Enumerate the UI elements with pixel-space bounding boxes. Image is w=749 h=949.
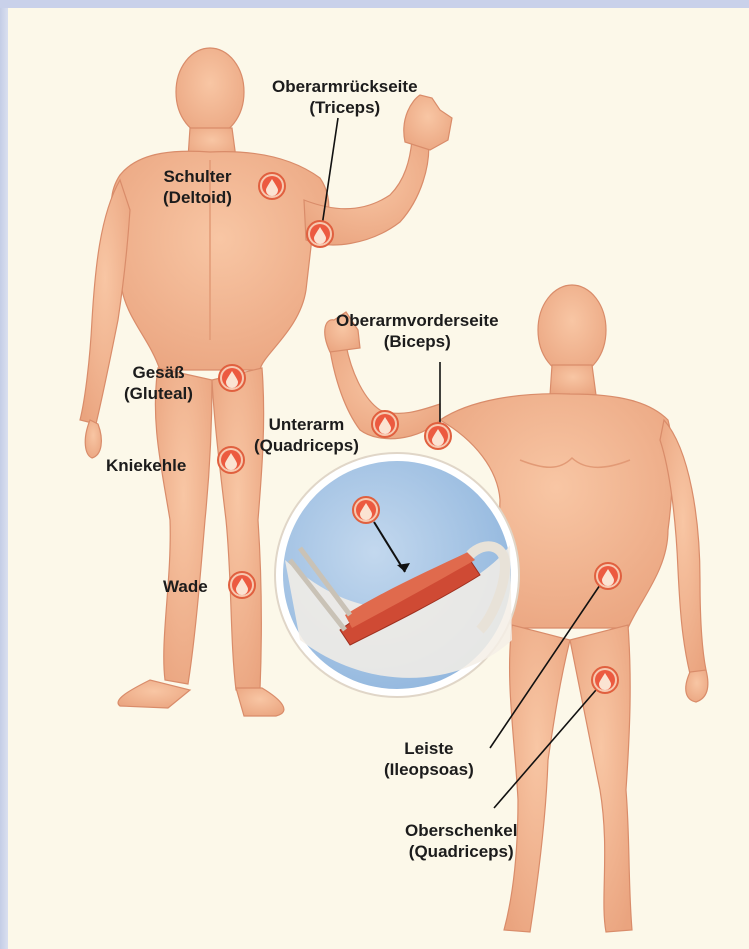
triceps-label-line2: (Triceps) xyxy=(272,97,418,118)
calf-marker-icon xyxy=(229,572,255,598)
biceps-label: Oberarmvorderseite (Biceps) xyxy=(336,310,499,352)
front-right-leg xyxy=(504,625,570,932)
front-neck xyxy=(550,365,596,395)
front-head xyxy=(538,285,606,375)
triceps-label: Oberarmrückseite (Triceps) xyxy=(272,76,418,118)
back-left-hand xyxy=(85,420,101,458)
thigh-marker-icon xyxy=(592,667,618,693)
deltoid-label-line1: Schulter xyxy=(163,166,232,187)
groin-label-line1: Leiste xyxy=(384,738,474,759)
deltoid-label-line2: (Deltoid) xyxy=(163,187,232,208)
back-head xyxy=(176,48,244,136)
biceps-label-line1: Oberarmvorderseite xyxy=(336,310,499,331)
thigh-label-line2: (Quadriceps) xyxy=(405,841,517,862)
front-left-hand xyxy=(686,670,708,702)
knee-label-line1: Kniekehle xyxy=(106,455,186,476)
deltoid-label: Schulter (Deltoid) xyxy=(163,166,232,208)
triceps-marker-icon xyxy=(307,221,333,247)
muscle-inset xyxy=(275,453,519,697)
biceps-marker-icon xyxy=(425,423,451,449)
biceps-label-line2: (Biceps) xyxy=(336,331,499,352)
gluteal-marker-icon xyxy=(219,365,245,391)
gluteal-label-line2: (Gluteal) xyxy=(124,383,193,404)
inset-marker-icon xyxy=(353,497,379,523)
back-left-leg xyxy=(155,368,212,684)
gluteal-label-line1: Gesäß xyxy=(124,362,193,383)
knee-label: Kniekehle xyxy=(106,455,186,476)
back-left-foot xyxy=(118,680,190,708)
calf-label: Wade xyxy=(163,576,208,597)
back-right-foot xyxy=(236,688,284,716)
forearm-marker-icon xyxy=(372,411,398,437)
back-left-arm xyxy=(80,180,130,424)
calf-label-line1: Wade xyxy=(163,576,208,597)
groin-label: Leiste (Ileopsoas) xyxy=(384,738,474,780)
forearm-label: Unterarm (Quadriceps) xyxy=(254,414,359,456)
groin-marker-icon xyxy=(595,563,621,589)
gluteal-label: Gesäß (Gluteal) xyxy=(124,362,193,404)
forearm-label-line1: Unterarm xyxy=(254,414,359,435)
thigh-label-line1: Oberschenkel xyxy=(405,820,517,841)
groin-label-line2: (Ileopsoas) xyxy=(384,759,474,780)
triceps-label-line1: Oberarmrückseite xyxy=(272,76,418,97)
knee-marker-icon xyxy=(218,447,244,473)
thigh-label: Oberschenkel (Quadriceps) xyxy=(405,820,517,862)
deltoid-marker-icon xyxy=(259,173,285,199)
forearm-label-line2: (Quadriceps) xyxy=(254,435,359,456)
